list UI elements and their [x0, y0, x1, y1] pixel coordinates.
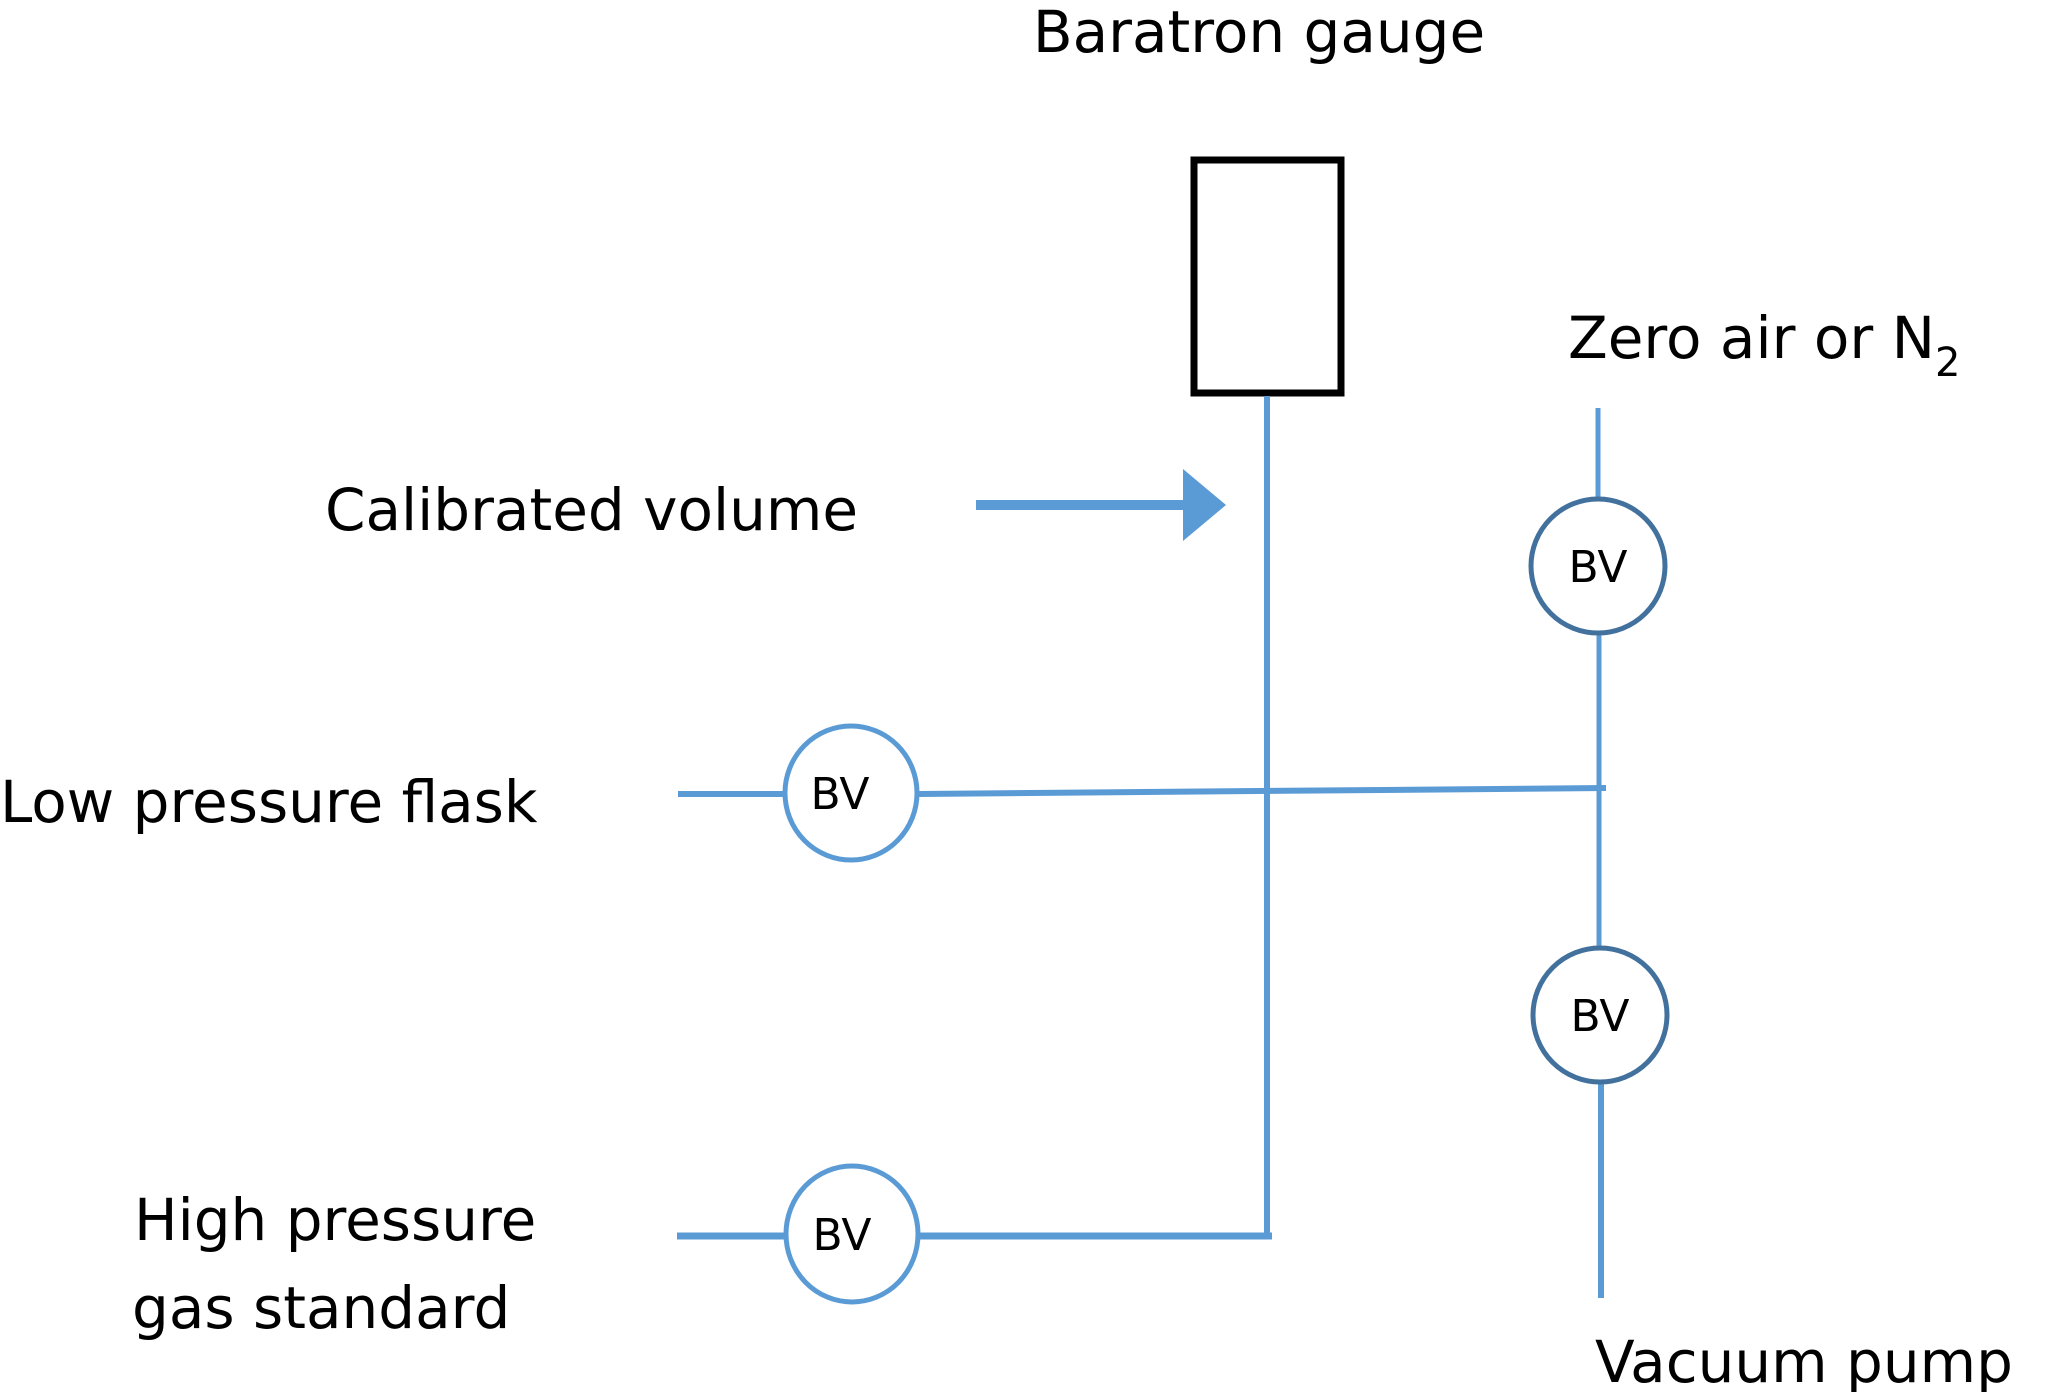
- low-pressure-flask-label: Low pressure flask: [0, 768, 538, 836]
- calibrated-volume-label: Calibrated volume: [325, 476, 858, 544]
- high-pressure-label-line2: gas standard: [132, 1274, 510, 1342]
- valve-label: BV: [1569, 542, 1628, 593]
- valve-label: BV: [811, 769, 870, 820]
- valve-vacuum-pump[interactable]: BV: [1530, 945, 1670, 1085]
- zero-air-label: Zero air or N2: [1568, 304, 1960, 386]
- vacuum-pump-label: Vacuum pump: [1595, 1328, 2013, 1392]
- valve-high-pressure-standard[interactable]: BV: [783, 1163, 921, 1305]
- high-pressure-label-line1: High pressure: [134, 1186, 536, 1254]
- manifold-horizontal-line: [918, 785, 1607, 797]
- baratron-gauge-label: Baratron gauge: [1033, 0, 1485, 66]
- baratron-gauge-box: [1190, 156, 1345, 397]
- arrow-right-icon: [976, 469, 1226, 541]
- valve-label: BV: [813, 1210, 872, 1261]
- valve-label: BV: [1571, 991, 1630, 1042]
- valve-zero-air[interactable]: BV: [1528, 496, 1668, 636]
- valve-low-pressure-flask[interactable]: BV: [782, 723, 920, 863]
